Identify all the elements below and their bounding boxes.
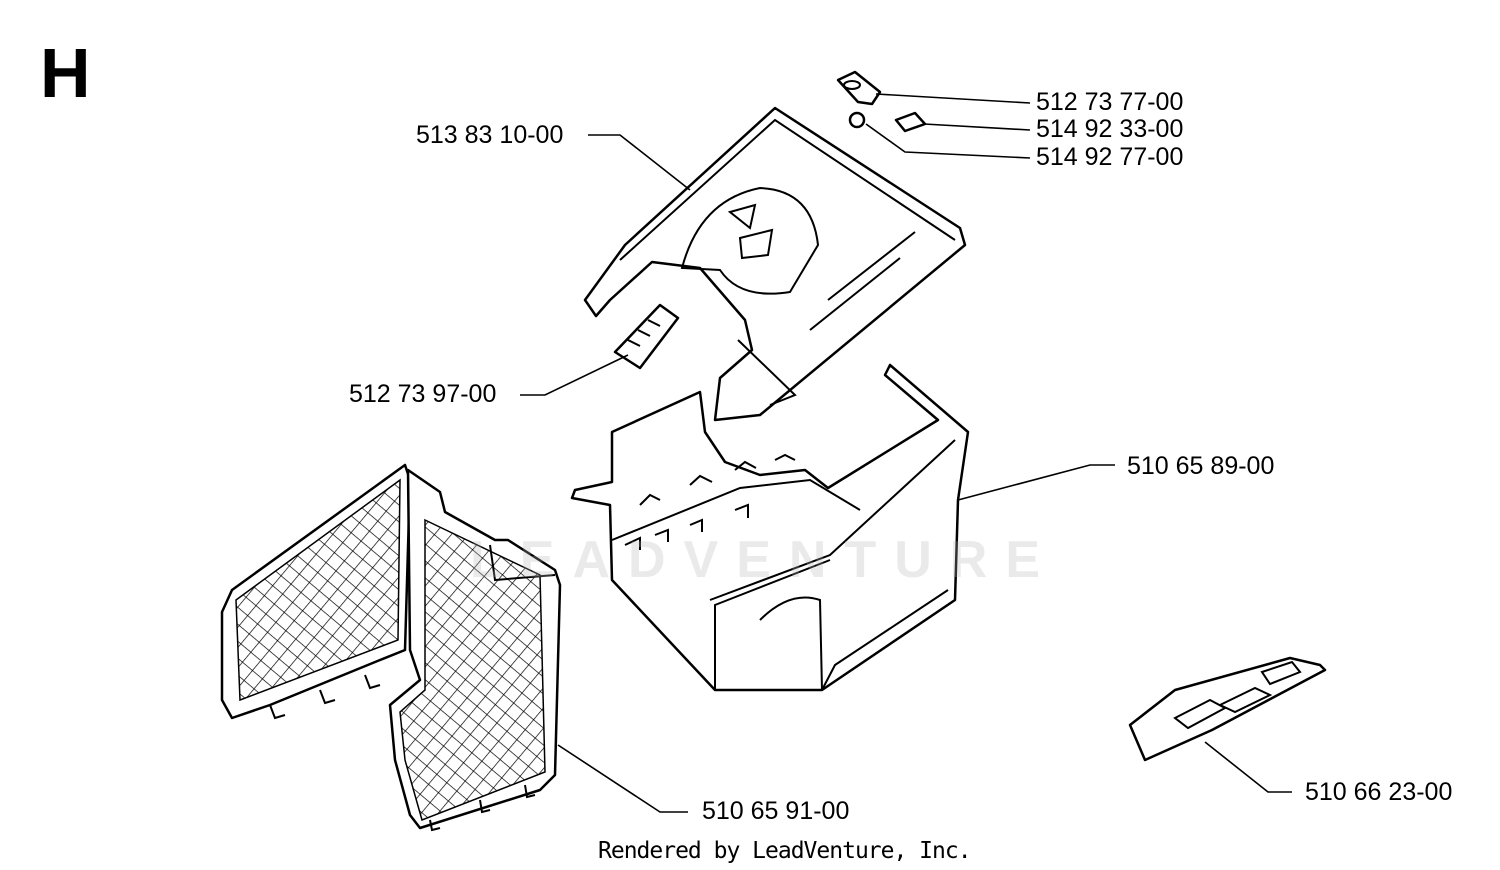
ring-part xyxy=(848,111,866,129)
grass-bag-lid xyxy=(583,106,967,422)
grass-bag-side-panels xyxy=(220,463,562,832)
discharge-cover-part xyxy=(1128,656,1327,762)
part-label-510-65-89-00[interactable]: 510 65 89-00 xyxy=(1127,452,1275,480)
part-label-513-83-10-00[interactable]: 513 83 10-00 xyxy=(416,121,564,149)
section-letter: H xyxy=(40,34,91,112)
grass-collector-box xyxy=(570,363,970,692)
part-label-512-73-77-00[interactable]: 512 73 77-00 xyxy=(1036,88,1184,116)
latch-part xyxy=(836,70,882,106)
watermark: LEADVENTURE xyxy=(470,531,1059,589)
handle-grip-part xyxy=(613,303,680,370)
part-label-510-65-91-00[interactable]: 510 65 91-00 xyxy=(702,797,850,825)
part-label-514-92-77-00[interactable]: 514 92 77-00 xyxy=(1036,143,1184,171)
part-label-514-92-33-00[interactable]: 514 92 33-00 xyxy=(1036,115,1184,143)
part-label-510-66-23-00[interactable]: 510 66 23-00 xyxy=(1305,778,1453,806)
footer-credit: Rendered by LeadVenture, Inc. xyxy=(598,838,972,864)
part-label-512-73-97-00[interactable]: 512 73 97-00 xyxy=(349,380,497,408)
small-plate-part xyxy=(894,111,927,133)
